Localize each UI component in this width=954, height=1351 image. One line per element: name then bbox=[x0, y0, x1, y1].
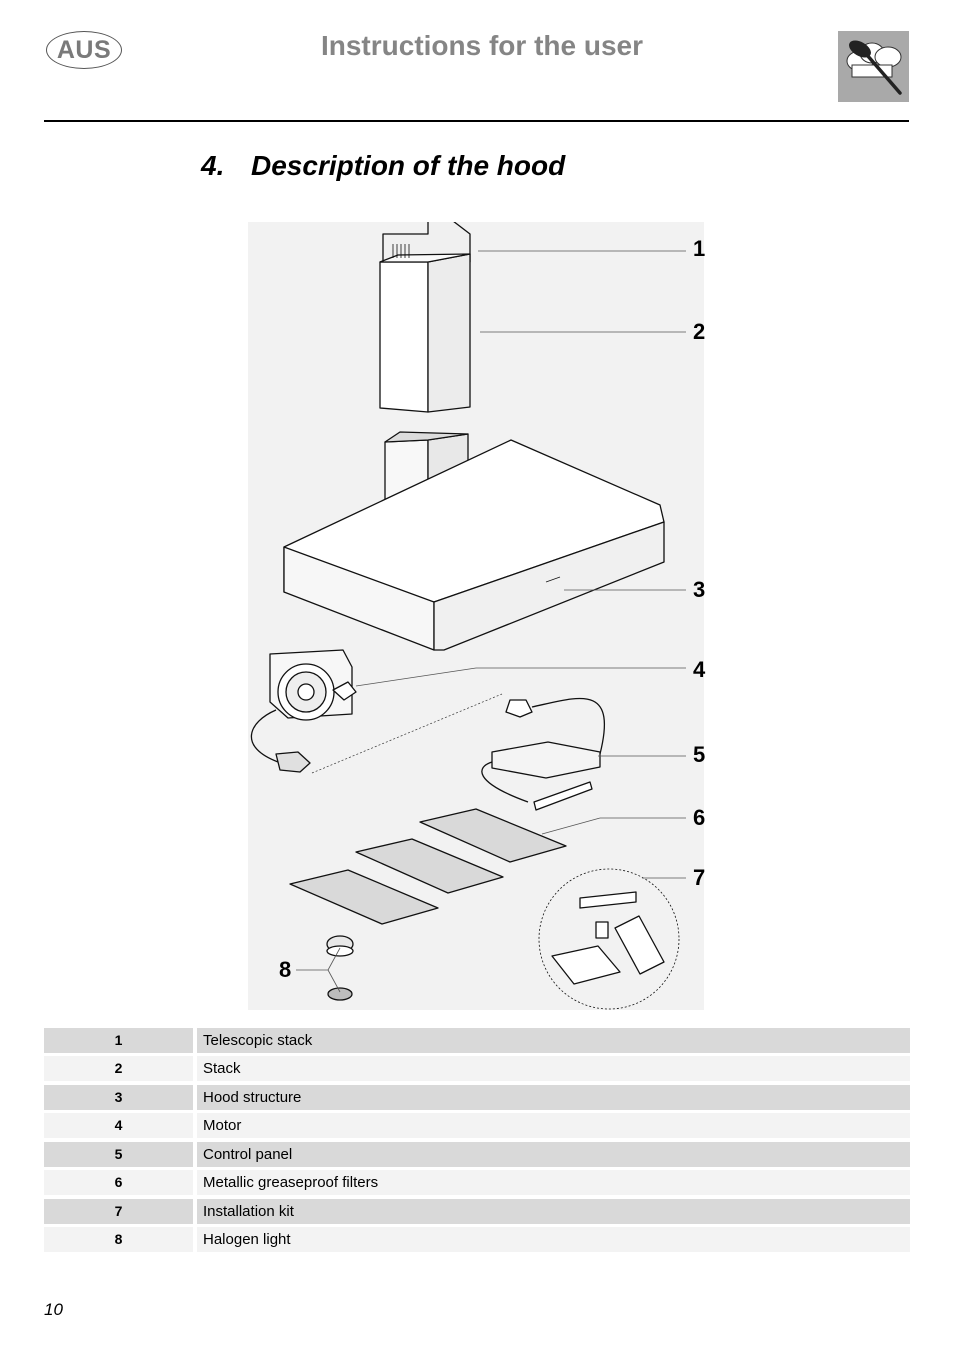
part-label: Stack bbox=[193, 1056, 910, 1081]
section-title: Description of the hood bbox=[251, 150, 566, 181]
halogen-light-drawing bbox=[326, 935, 354, 1001]
callout-6: 6 bbox=[693, 805, 706, 830]
table-row: 1 Telescopic stack bbox=[44, 1028, 910, 1053]
callout-5: 5 bbox=[693, 742, 706, 767]
part-label: Installation kit bbox=[193, 1199, 910, 1224]
part-number: 7 bbox=[44, 1199, 193, 1224]
callout-2: 2 bbox=[693, 319, 706, 344]
table-row: 6 Metallic greaseproof filters bbox=[44, 1170, 910, 1195]
part-label: Hood structure bbox=[193, 1085, 910, 1110]
part-label: Metallic greaseproof filters bbox=[193, 1170, 910, 1195]
table-row: 5 Control panel bbox=[44, 1142, 910, 1167]
part-number: 6 bbox=[44, 1170, 193, 1195]
part-number: 2 bbox=[44, 1056, 193, 1081]
table-row: 2 Stack bbox=[44, 1056, 910, 1081]
callout-8: 8 bbox=[279, 957, 292, 982]
header-title: Instructions for the user bbox=[320, 30, 644, 61]
table-row: 3 Hood structure bbox=[44, 1085, 910, 1110]
part-number: 5 bbox=[44, 1142, 193, 1167]
part-label: Motor bbox=[193, 1113, 910, 1138]
control-panel-drawing bbox=[481, 697, 606, 811]
chef-hat-spoon-icon bbox=[838, 31, 909, 102]
motor-drawing bbox=[250, 649, 357, 773]
part-label: Telescopic stack bbox=[193, 1028, 910, 1053]
part-number: 3 bbox=[44, 1085, 193, 1110]
page-number: 10 bbox=[44, 1300, 63, 1319]
grease-filter-drawing bbox=[289, 808, 567, 925]
part-number: 4 bbox=[44, 1113, 193, 1138]
section-number: 4. bbox=[201, 150, 225, 181]
table-row: 7 Installation kit bbox=[44, 1199, 910, 1224]
region-badge: AUS bbox=[46, 31, 122, 69]
table-row: 4 Motor bbox=[44, 1113, 910, 1138]
callout-3: 3 bbox=[693, 577, 706, 602]
part-label: Halogen light bbox=[193, 1227, 910, 1252]
part-number: 8 bbox=[44, 1227, 193, 1252]
callout-1: 1 bbox=[693, 236, 706, 261]
table-row: 8 Halogen light bbox=[44, 1227, 910, 1252]
part-label: Control panel bbox=[193, 1142, 910, 1167]
part-number: 1 bbox=[44, 1028, 193, 1053]
callout-7: 7 bbox=[693, 865, 706, 890]
callout-4: 4 bbox=[693, 657, 706, 682]
hood-exploded-diagram: 1 2 3 4 5 6 7 8 bbox=[248, 222, 706, 1010]
section-heading: 4. Description of the hood bbox=[201, 150, 565, 182]
installation-kit-drawing bbox=[538, 868, 680, 1010]
header-rule bbox=[44, 120, 909, 122]
